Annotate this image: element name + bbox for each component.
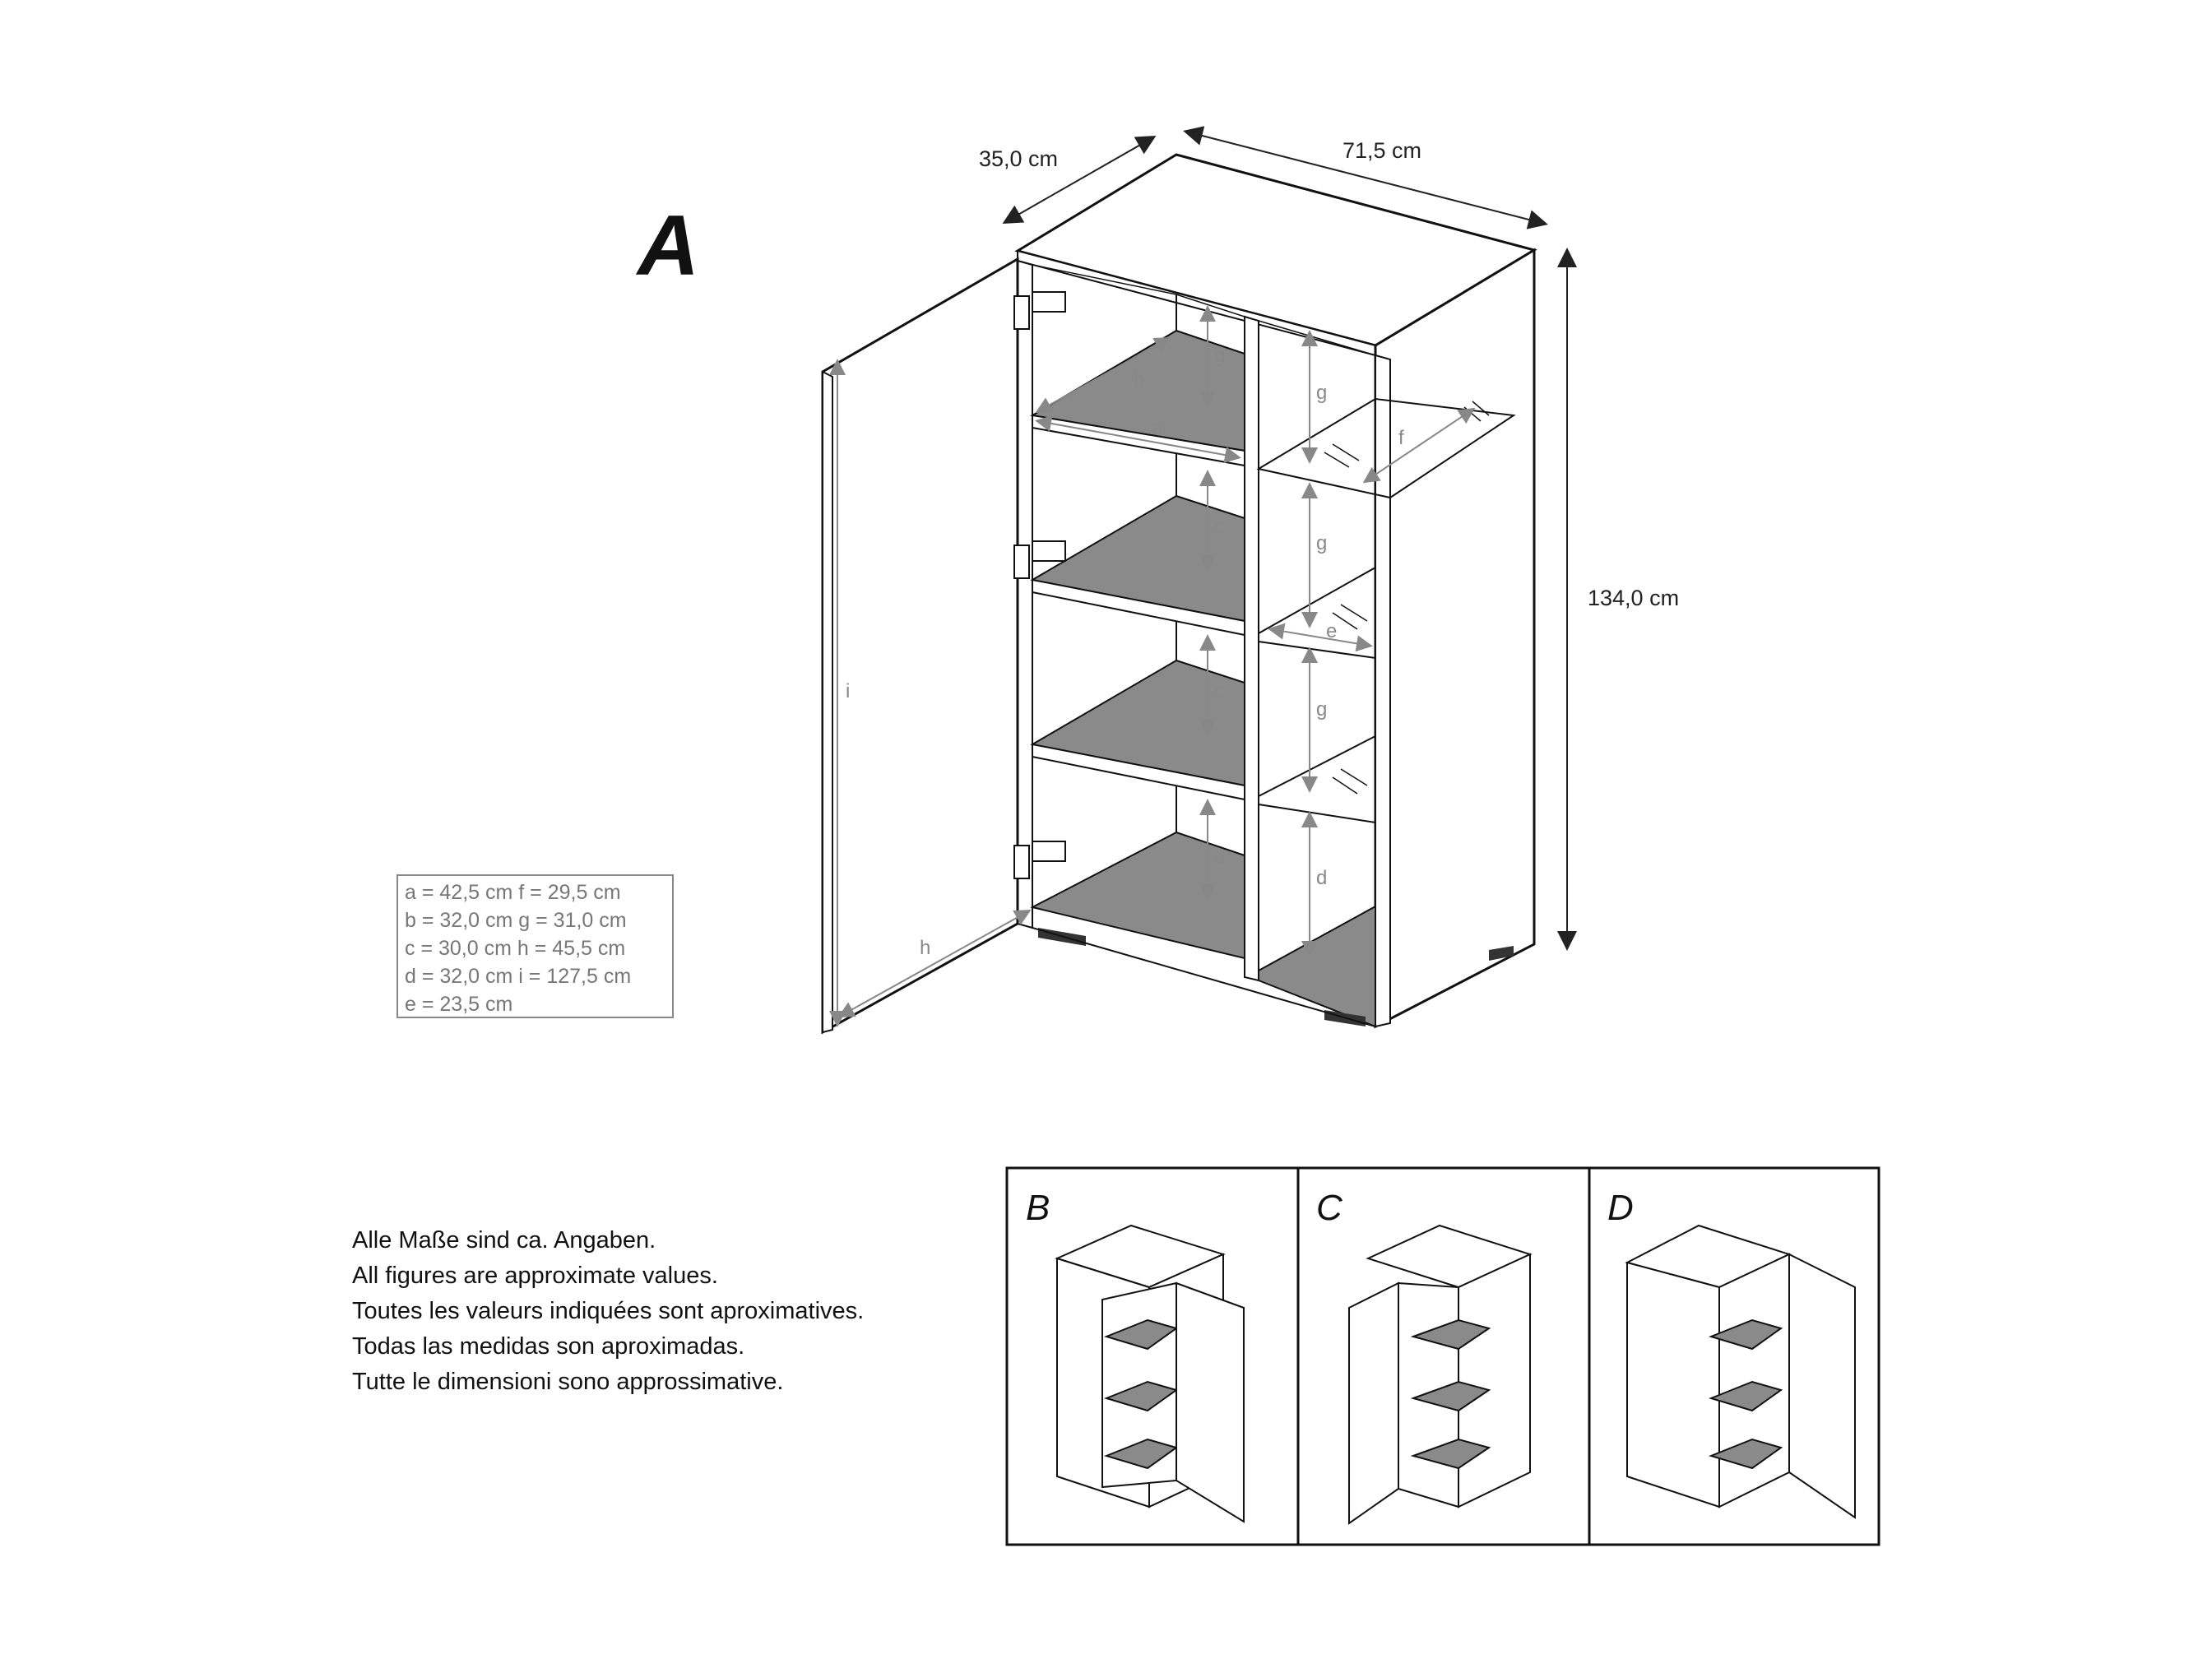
variant-d-label: D	[1607, 1188, 1634, 1228]
variant-b-label: B	[1026, 1188, 1050, 1228]
right-compartment-floor	[1258, 905, 1376, 1028]
legend-row: b = 32,0 cm g = 31,0 cm	[405, 909, 627, 932]
part-label-d-1: d	[1214, 846, 1225, 869]
variant-c-label: C	[1316, 1188, 1343, 1228]
part-label-i: i	[846, 680, 850, 702]
part-label-g-4: g	[1316, 698, 1327, 721]
note-it: Tutte le dimensioni sono approssimative.	[352, 1369, 784, 1395]
main-view-label: A	[638, 198, 700, 294]
part-label-h: h	[920, 937, 930, 959]
cabinet-divider	[1244, 315, 1259, 982]
note-de: Alle Maße sind ca. Angaben.	[352, 1227, 656, 1254]
legend-row: c = 30,0 cm h = 45,5 cm	[405, 937, 626, 960]
part-label-c-1: c	[1214, 516, 1224, 538]
width-dimension-label: 71,5 cm	[1343, 138, 1422, 163]
measurement-legend: a = 42,5 cm f = 29,5 cm b = 32,0 cm g = …	[396, 874, 674, 1018]
part-label-d-2: d	[1316, 867, 1327, 889]
part-label-f: f	[1398, 427, 1404, 449]
variant-b-drawing	[1055, 1224, 1245, 1523]
width-dimension-line	[1183, 126, 1548, 229]
depth-dimension-line	[1002, 136, 1157, 224]
variant-d-drawing	[1625, 1224, 1856, 1519]
cabinet-door	[821, 257, 1019, 1035]
part-label-c-2: c	[1214, 680, 1224, 702]
legend-row: e = 23,5 cm	[405, 993, 513, 1016]
hinges	[1013, 291, 1066, 879]
cabinet-front-right-strip	[1375, 354, 1391, 1028]
note-es: Todas las medidas son aproximadas.	[352, 1333, 745, 1360]
part-label-g-1: g	[1214, 345, 1225, 367]
part-label-g-3: g	[1316, 532, 1327, 554]
variant-c-drawing	[1348, 1224, 1533, 1525]
legend-row: d = 32,0 cm i = 127,5 cm	[405, 965, 632, 988]
part-label-b: b	[1134, 369, 1144, 392]
note-fr: Toutes les valeurs indiquées sont aproxi…	[352, 1298, 865, 1324]
part-label-g-2: g	[1316, 382, 1327, 404]
interior-dimension-arrows	[829, 305, 1476, 1027]
part-label-e: e	[1326, 620, 1337, 642]
glass-shelves	[1256, 397, 1516, 824]
part-label-a: a	[1152, 417, 1163, 439]
depth-dimension-label: 35,0 cm	[979, 146, 1059, 171]
note-en: All figures are approximate values.	[352, 1263, 718, 1289]
legend-row: a = 42,5 cm f = 29,5 cm	[405, 881, 621, 904]
variant-panels-frame	[1005, 1166, 1880, 1546]
cabinet-left-edge	[1017, 259, 1033, 929]
height-dimension-label: 134,0 cm	[1588, 586, 1680, 610]
cabinet-right-side	[1374, 248, 1536, 1029]
